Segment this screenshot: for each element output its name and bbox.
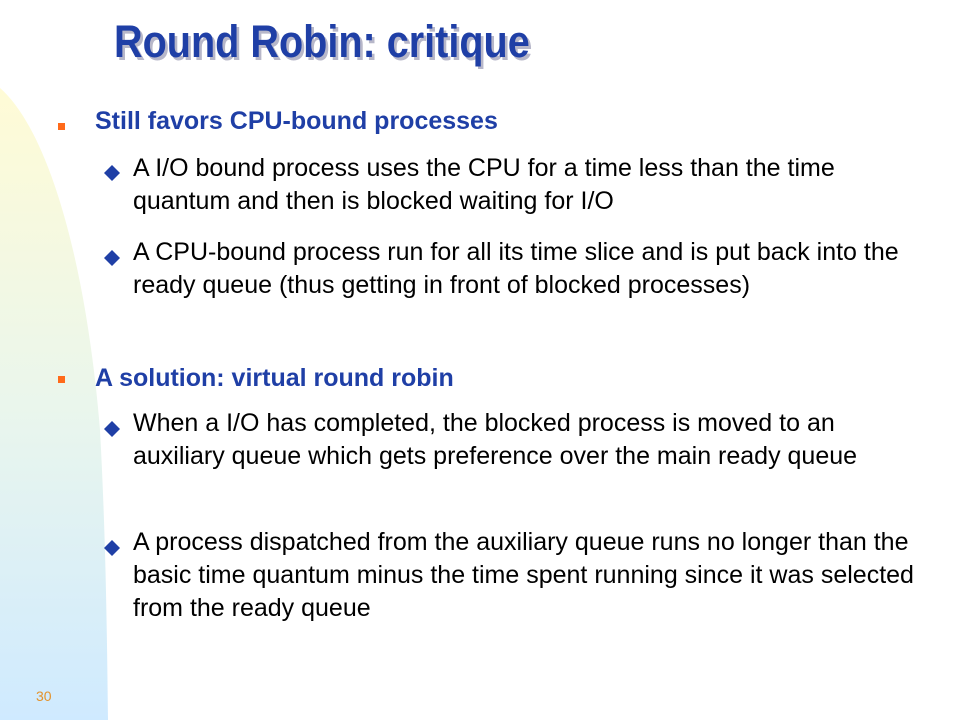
bullet-level1-item: A solution: virtual round robin bbox=[95, 364, 454, 392]
square-bullet-icon bbox=[58, 123, 65, 130]
bullet-level2-item: A CPU-bound process run for all its time… bbox=[133, 238, 899, 299]
diamond-bullet-icon bbox=[104, 250, 120, 266]
slide-title: Round Robin: critique bbox=[114, 16, 530, 67]
diamond-bullet-icon bbox=[104, 540, 120, 556]
square-bullet-icon bbox=[58, 376, 65, 383]
diamond-bullet-icon bbox=[104, 165, 120, 181]
bullet-level2-item: A process dispatched from the auxiliary … bbox=[133, 528, 914, 622]
slide-number: 30 bbox=[36, 688, 52, 704]
bullet-level2-item: A I/O bound process uses the CPU for a t… bbox=[133, 154, 835, 215]
bullet-level1-item: Still favors CPU-bound processes bbox=[95, 107, 498, 135]
bullet-level2-item: When a I/O has completed, the blocked pr… bbox=[133, 409, 858, 470]
diamond-bullet-icon bbox=[104, 421, 120, 437]
